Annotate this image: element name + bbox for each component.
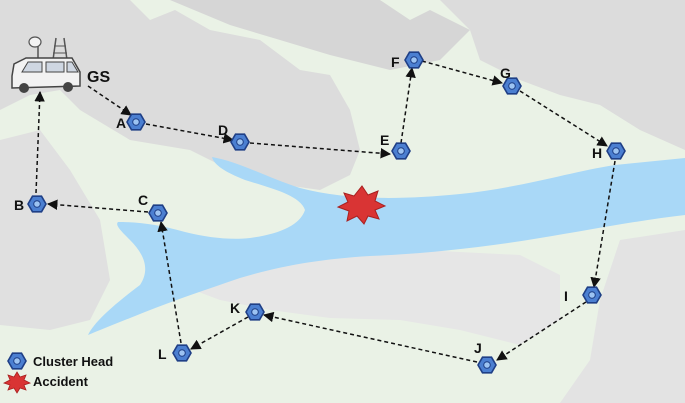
- node-j-label: J: [474, 340, 482, 356]
- legend-accident-label: Accident: [33, 374, 89, 389]
- node-d-icon: [230, 133, 250, 151]
- route-k-to-l: [190, 316, 249, 350]
- legend-cluster-head: Cluster Head: [7, 352, 113, 370]
- node-a-icon: [126, 113, 146, 131]
- node-h-icon: [606, 142, 626, 160]
- node-k-label: K: [230, 300, 240, 316]
- river: [88, 157, 685, 335]
- node-g-label: G: [500, 65, 511, 81]
- legend: Cluster Head Accident: [2, 352, 113, 394]
- route-c-to-b: [46, 199, 149, 213]
- node-c-label: C: [138, 192, 148, 208]
- route-d-to-e: [249, 142, 392, 159]
- node-h-label: H: [592, 145, 602, 161]
- node-d-label: D: [218, 122, 228, 138]
- route-i-to-j: [496, 301, 587, 361]
- legend-cluster-head-label: Cluster Head: [33, 354, 113, 369]
- route-j-to-k: [262, 311, 478, 363]
- node-l-icon: [172, 344, 192, 362]
- accident-marker: [336, 185, 387, 225]
- node-f-icon: [404, 51, 424, 69]
- route-gs-to-a: [87, 85, 132, 116]
- node-c-icon: [148, 204, 168, 222]
- route-h-to-i: [590, 160, 616, 289]
- node-k-icon: [245, 303, 265, 321]
- cluster-head-icon: [7, 352, 27, 370]
- route-a-to-d: [145, 123, 235, 144]
- node-b-label: B: [14, 197, 24, 213]
- node-e-label: E: [380, 132, 389, 148]
- route-g-to-h: [519, 90, 608, 147]
- legend-accident: Accident: [2, 371, 89, 394]
- node-l-label: L: [158, 346, 167, 362]
- node-f-label: F: [391, 54, 400, 70]
- route-e-to-f: [400, 66, 416, 144]
- node-labels: A B C D E F G H I J K L: [14, 54, 602, 362]
- node-j-icon: [477, 356, 497, 374]
- node-e-icon: [391, 142, 411, 160]
- ground-station-van-icon: [11, 36, 81, 93]
- node-a-label: A: [116, 115, 126, 131]
- node-b-icon: [27, 195, 47, 213]
- route-b-to-gs: [34, 90, 45, 194]
- ground-station-label: GS: [87, 69, 110, 86]
- accident-icon: [2, 371, 32, 394]
- node-i-label: I: [564, 288, 568, 304]
- node-i-icon: [582, 286, 602, 304]
- route-paths: [34, 60, 616, 363]
